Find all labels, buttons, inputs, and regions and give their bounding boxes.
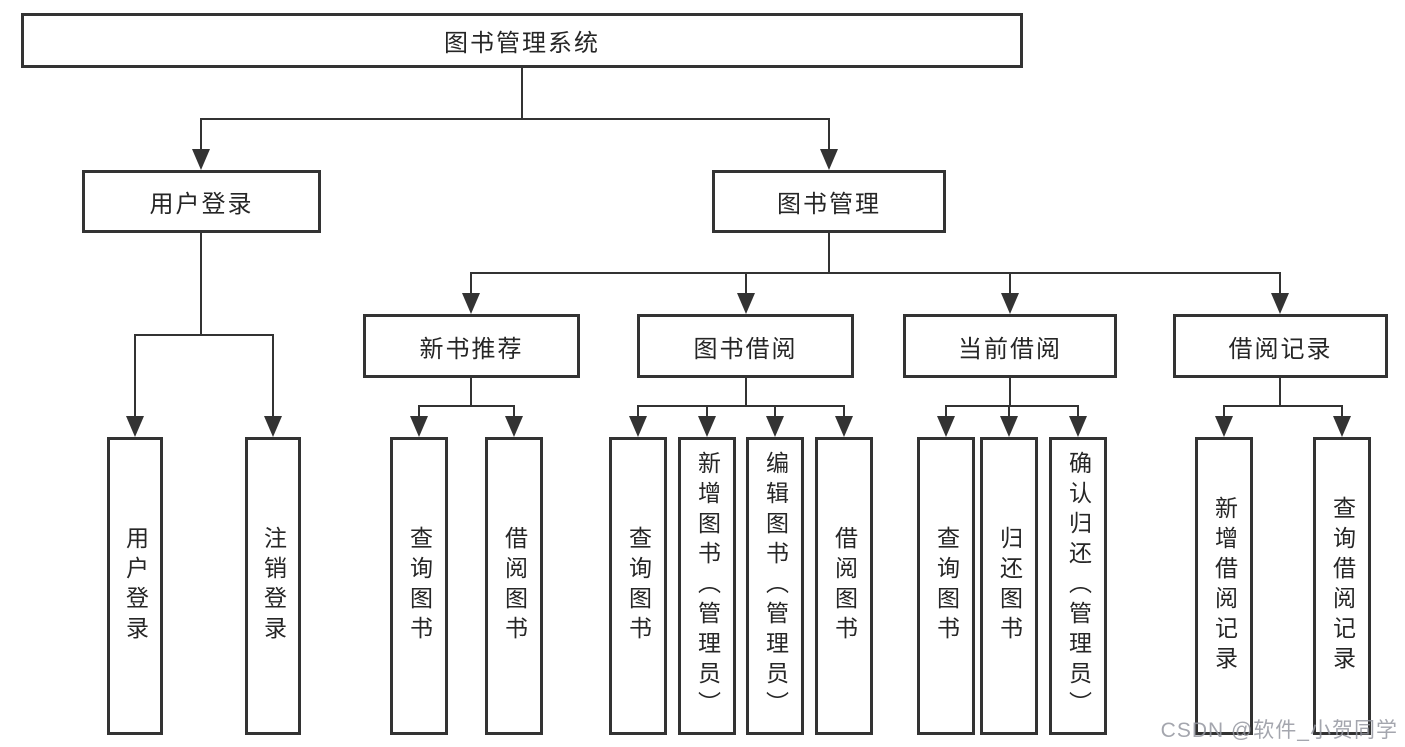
node-label: 新书推荐 [419,335,524,363]
node-current-borrow: 当前借阅 [903,314,1117,378]
leaf-return-book: 归还图书 [980,437,1038,735]
leaf-add-book-admin: 新增图书（管理员） [678,437,736,735]
node-library-management-system: 图书管理系统 [21,13,1023,68]
connector-stub [706,406,708,417]
node-label: 借阅图书 [501,526,528,646]
node-book-borrow: 图书借阅 [637,314,854,378]
arrowhead-down-icon [1000,416,1018,437]
connector-hline [1223,405,1343,407]
connector-hline [418,405,515,407]
node-label: 当前借阅 [958,335,1062,363]
node-label: 借阅记录 [1228,335,1333,363]
connector-stub [843,406,845,417]
leaf-query-book-recommend: 查询图书 [390,437,448,735]
leaf-query-borrow-record: 查询借阅记录 [1313,437,1371,735]
connector-stub [272,335,274,420]
leaf-confirm-return-admin: 确认归还（管理员） [1049,437,1107,735]
arrowhead-down-icon [505,416,523,437]
arrowhead-down-icon [126,416,144,437]
connector-vline [1009,378,1011,406]
node-label: 新增借阅记录 [1211,496,1238,676]
arrowhead-down-icon [264,416,282,437]
arrowhead-down-icon [937,416,955,437]
arrowhead-down-icon [820,149,838,170]
connector-stub [945,406,947,417]
connector-vline [470,378,472,406]
connector-stub [637,406,639,417]
leaf-query-book-borrow: 查询图书 [609,437,667,735]
node-label: 图书管理 [777,191,881,218]
arrowhead-down-icon [410,416,428,437]
connector-stub [1009,273,1011,295]
node-book-management: 图书管理 [712,170,946,233]
connector-hline [945,405,1079,407]
connector-stub [1279,273,1281,295]
node-label: 查询图书 [933,526,960,646]
leaf-add-borrow-record: 新增借阅记录 [1195,437,1253,735]
connector-vline [200,233,202,335]
arrowhead-down-icon [1215,416,1233,437]
connector-hline [200,118,830,120]
csdn-watermark: CSDN @软件_小贺同学 [1160,719,1398,742]
leaf-query-book-current: 查询图书 [917,437,975,735]
node-label: 注销登录 [260,526,287,646]
connector-hline [134,334,274,336]
node-borrow-record: 借阅记录 [1173,314,1388,378]
connector-vline [828,233,830,273]
leaf-user-login: 用户登录 [107,437,163,735]
connector-stub [1077,406,1079,417]
node-label: 图书管理系统 [444,30,600,57]
connector-stub [1223,406,1225,417]
node-label: 编辑图书（管理员） [762,451,789,721]
arrowhead-down-icon [462,293,480,314]
leaf-edit-book-admin: 编辑图书（管理员） [746,437,804,735]
connector-stub [134,335,136,420]
node-label: 借阅图书 [831,526,858,646]
connector-hline [470,272,1281,274]
arrowhead-down-icon [629,416,647,437]
node-label: 新增图书（管理员） [694,451,721,721]
connector-vline [521,68,523,119]
connector-vline [745,378,747,406]
connector-vline [1279,378,1281,406]
arrowhead-down-icon [835,416,853,437]
node-user-login: 用户登录 [82,170,321,233]
node-label: 确认归还（管理员） [1065,451,1092,721]
node-label: 查询借阅记录 [1329,496,1356,676]
node-label: 查询图书 [406,526,433,646]
node-label: 图书借阅 [693,335,798,363]
arrowhead-down-icon [1271,293,1289,314]
arrowhead-down-icon [737,293,755,314]
arrowhead-down-icon [698,416,716,437]
node-new-book-recommend: 新书推荐 [363,314,580,378]
connector-stub [470,273,472,295]
connector-stub [1008,406,1010,417]
node-label: 查询图书 [625,526,652,646]
connector-stub [513,406,515,417]
connector-hline [637,405,845,407]
connector-stub [200,119,202,152]
connector-stub [745,273,747,295]
node-label: 用户登录 [149,191,254,218]
arrowhead-down-icon [1333,416,1351,437]
arrowhead-down-icon [192,149,210,170]
connector-stub [774,406,776,417]
leaf-borrow-book-recommend: 借阅图书 [485,437,543,735]
leaf-logout-login: 注销登录 [245,437,301,735]
leaf-borrow-book: 借阅图书 [815,437,873,735]
node-label: 用户登录 [122,526,149,646]
connector-stub [1341,406,1343,417]
arrowhead-down-icon [766,416,784,437]
arrowhead-down-icon [1069,416,1087,437]
arrowhead-down-icon [1001,293,1019,314]
node-label: 归还图书 [996,526,1023,646]
connector-stub [418,406,420,417]
connector-stub [828,119,830,152]
